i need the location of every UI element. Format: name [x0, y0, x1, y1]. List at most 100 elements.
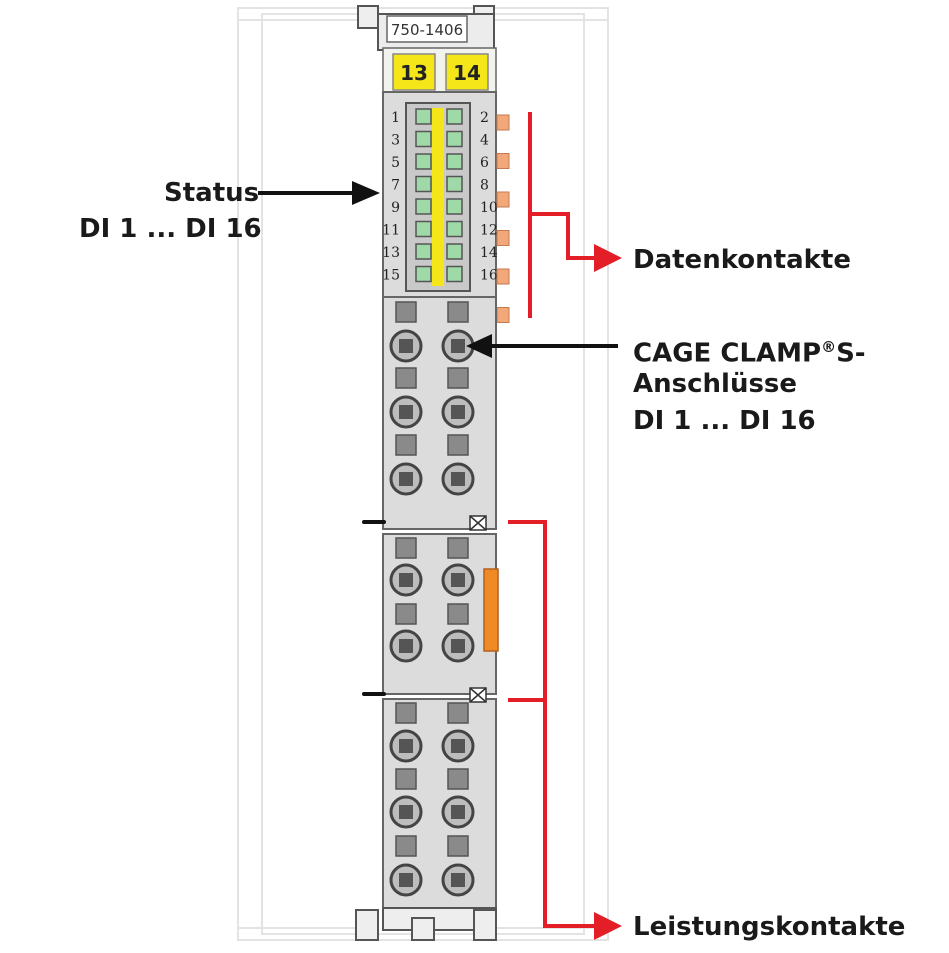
- power-contacts-arrowhead: [594, 912, 622, 940]
- clamp-release-slot: [447, 434, 469, 456]
- pin-number: 4: [480, 133, 489, 149]
- data-contacts-label: Datenkontakte: [633, 245, 851, 275]
- clamp-wire-entry: [399, 873, 413, 887]
- clamp-wire-entry: [399, 805, 413, 819]
- cage-clamp-name: CAGE CLAMP: [633, 338, 822, 369]
- part-number-plate: [386, 15, 468, 43]
- led-stripe: [432, 108, 444, 286]
- clamp-wire-entry: [451, 873, 465, 887]
- data-contact: [496, 268, 510, 285]
- clamp-wire-entry: [451, 805, 465, 819]
- pin-number: 10: [480, 200, 498, 216]
- clamp-release-slot: [395, 768, 417, 790]
- status-led: [446, 220, 463, 238]
- data-contact: [496, 191, 510, 208]
- pin-number: 9: [391, 200, 400, 216]
- clamp-release-slot: [395, 367, 417, 389]
- clamp-wire-entry: [399, 739, 413, 753]
- data-contacts-arrow: [528, 112, 598, 318]
- status-led: [415, 265, 432, 283]
- status-led: [446, 153, 463, 170]
- pin-number: 5: [391, 155, 400, 171]
- status-arrow: [258, 181, 380, 205]
- section-markers: [469, 515, 487, 703]
- cage-clamp-arrow: [466, 334, 618, 358]
- registered-mark: ®: [821, 338, 837, 356]
- clamp-wire-entry: [451, 472, 465, 486]
- clamp-wire-entry: [451, 573, 465, 587]
- status-led: [415, 130, 432, 148]
- pin-number: 13: [382, 245, 400, 261]
- status-led: [415, 175, 432, 193]
- data-contacts-arrowhead: [594, 244, 622, 272]
- tag-14-text: 14: [453, 61, 481, 85]
- cage-clamp-label: CAGE CLAMP®S-: [633, 330, 866, 371]
- power-contacts-arrow: [508, 520, 598, 928]
- clamp-release-slot: [447, 768, 469, 790]
- side-notches: [362, 520, 386, 696]
- status-led: [446, 243, 463, 260]
- clamp-release-slot: [447, 367, 469, 389]
- status-led: [446, 130, 463, 148]
- status-led: [446, 175, 463, 193]
- status-channels-label: DI 1 ... DI 16: [79, 214, 262, 244]
- clamp-release-slot: [395, 702, 417, 724]
- cage-clamp-terminals: [389, 301, 475, 897]
- clamp-release-slot: [447, 537, 469, 559]
- pin-number: 1: [391, 110, 400, 126]
- power-contacts-label: Leistungskontakte: [633, 912, 906, 942]
- status-led: [446, 198, 463, 215]
- status-led: [446, 108, 463, 125]
- status-led: [415, 243, 432, 260]
- clamp-release-slot: [447, 301, 469, 323]
- data-contact: [496, 114, 510, 131]
- status-led: [446, 265, 463, 283]
- cage-clamp-suffix: S-: [836, 338, 866, 369]
- pin-number: 7: [391, 178, 400, 194]
- clamp-release-slot: [395, 537, 417, 559]
- pin-number: 15: [382, 268, 400, 284]
- data-contact: [496, 230, 510, 246]
- clamp-release-slot: [395, 603, 417, 625]
- status-led: [415, 153, 432, 170]
- clamp-wire-entry: [399, 573, 413, 587]
- clamp-release-slot: [447, 603, 469, 625]
- status-leds: [415, 108, 463, 286]
- status-led: [415, 198, 432, 215]
- pin-number: 16: [480, 268, 498, 284]
- clamp-wire-entry: [451, 339, 465, 353]
- tag-13-text: 13: [400, 61, 428, 85]
- pin-number: 2: [480, 110, 489, 126]
- clamp-release-slot: [395, 301, 417, 323]
- pin-number: 3: [391, 133, 400, 149]
- clamp-wire-entry: [451, 639, 465, 653]
- clamp-release-slot: [395, 835, 417, 857]
- bottom-clip: [355, 907, 497, 941]
- clamp-release-slot: [447, 702, 469, 724]
- clamp-wire-entry: [399, 639, 413, 653]
- pin-number: 6: [480, 155, 489, 171]
- clamp-release-slot: [447, 835, 469, 857]
- data-contact: [496, 307, 510, 323]
- power-jumper-contact: [483, 568, 499, 652]
- tag-14: [445, 53, 489, 91]
- clamp-wire-entry: [451, 405, 465, 419]
- connections-label: Anschlüsse: [633, 369, 798, 399]
- connections-channels-label: DI 1 ... DI 16: [633, 406, 816, 436]
- clamp-wire-entry: [399, 472, 413, 486]
- clamp-wire-entry: [451, 739, 465, 753]
- pin-number: 11: [382, 223, 400, 239]
- status-led: [415, 108, 432, 125]
- data-contact: [496, 153, 510, 169]
- pin-number: 8: [480, 178, 489, 194]
- pin-number: 14: [480, 245, 498, 261]
- part-number: 750-1406: [391, 21, 463, 39]
- clamp-release-slot: [395, 434, 417, 456]
- pin-number: 12: [480, 223, 498, 239]
- data-contacts: [496, 114, 510, 323]
- tag-13: [392, 53, 436, 91]
- status-label: Status: [164, 178, 260, 208]
